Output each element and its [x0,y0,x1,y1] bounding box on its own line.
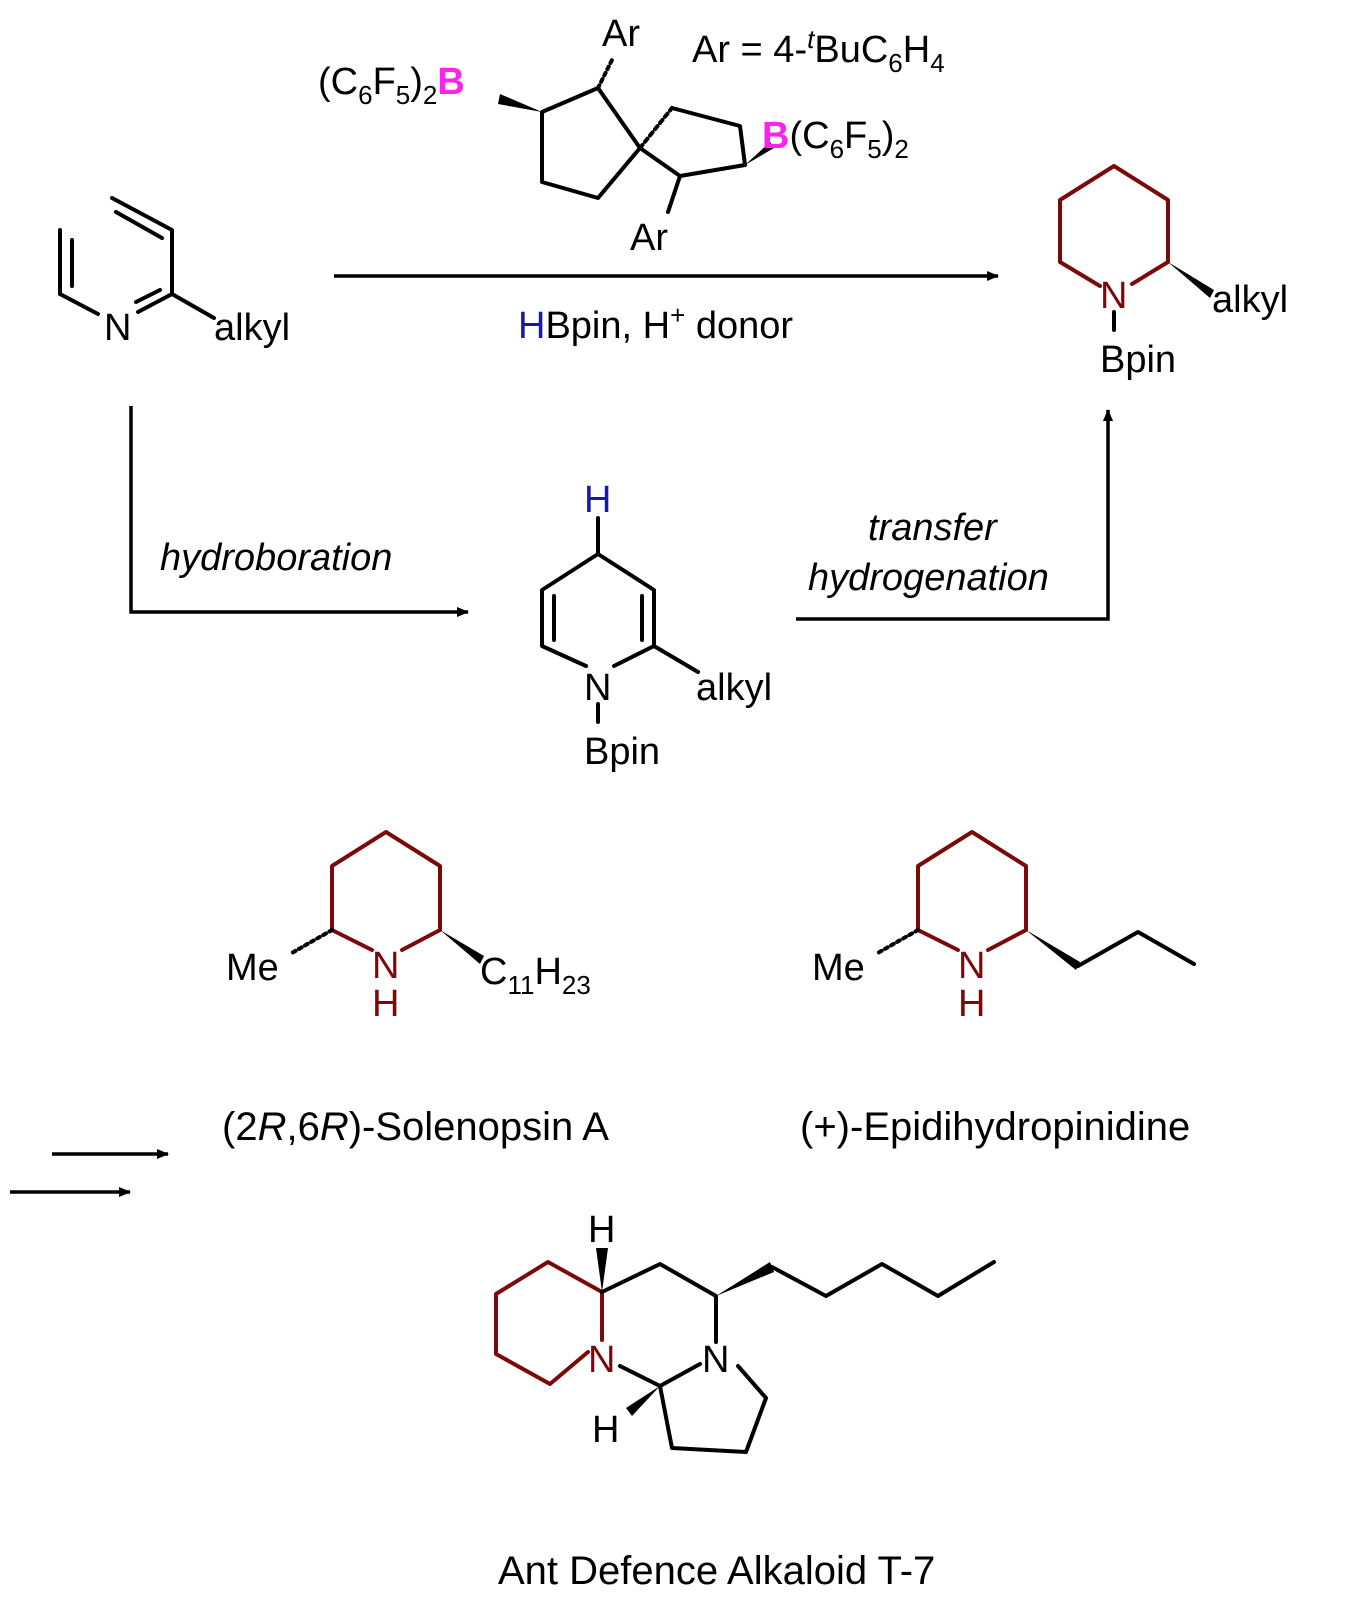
hydroboration-label: hydroboration [160,537,392,579]
t7-name: Ant Defence Alkaloid T-7 [498,1549,935,1593]
t7-top-wedge [596,1248,608,1292]
epidihydropinidine-n: N [958,945,985,987]
solenopsin-ring-bonds [330,830,442,952]
solenopsin-structure [288,830,484,964]
catalyst-right-ring-bonds [638,106,747,178]
solenopsin-hash-me [288,928,334,956]
t7-top-h: H [588,1209,615,1251]
catalyst-bottom-ar-bond [666,174,682,214]
catalyst-right-wedge [745,142,774,165]
transfer-hydrogenation-arrow [796,409,1113,621]
t7-n-ring: N [588,1339,615,1381]
epidihydropinidine-name: (+)-Epidihydropinidine [800,1105,1190,1149]
catalyst-bottom-ar: Ar [630,217,668,259]
intermediate-structure [540,516,700,724]
catalyst-left-ring-bonds [540,86,642,200]
t7-side-wedge [716,1262,774,1296]
pyridine-alkyl-bond [170,292,216,320]
pyridine-inner-double-3 [134,288,162,304]
product-n: N [1100,275,1127,317]
solenopsin-chain: C11H23 [480,951,591,1000]
product-bpin: Bpin [1100,339,1176,381]
t7-aminal-bonds [618,1362,702,1388]
solenopsin-n: N [372,945,399,987]
catalyst-structure [498,58,774,214]
intermediate-h: H [584,479,611,521]
intermediate-ring-bonds [540,552,656,668]
product-alkyl: alkyl [1212,279,1288,321]
epidihydropinidine-propyl [1076,930,1196,968]
transfer-label: transfer [868,507,998,549]
pyridine-inner-double-2 [114,210,164,240]
epidihydropinidine-wedge [1026,930,1080,970]
catalyst-ar-definition: Ar = 4-tBuC6H4 [692,24,945,78]
catalyst-left-boron-group: (C6F5)2B [318,61,465,110]
t7-bottom-h: H [592,1409,619,1451]
t7-piperidine-ring [494,1260,604,1386]
epidihydropinidine-nh: H [958,983,985,1025]
t7-bottom-wedge [626,1386,660,1416]
product-piperidine [1058,164,1214,332]
epidihydropinidine-structure [874,830,1196,970]
product-ring-bonds [1058,164,1170,288]
pyridine-ring-lower-left [58,292,100,316]
t7-pyrrolidine-ring [658,1364,768,1454]
solenopsin-me: Me [226,947,279,989]
t7-pentyl-chain [770,1260,996,1298]
t7-n-pyrrolidine: N [702,1339,729,1381]
pyridine-ring-bonds [110,196,174,314]
solenopsin-name: (2R,6R)-Solenopsin A [222,1105,609,1149]
hydrogenation-label: hydrogenation [808,557,1049,599]
epidihydropinidine-hash-me [874,928,920,956]
catalyst-top-ar-hash [596,58,614,90]
solenopsin-wedge [440,930,484,964]
catalyst-right-boron-group: B(C6F5)2 [762,115,909,164]
pyridine-alkyl: alkyl [214,307,290,349]
epidihydropinidine-ring-bonds [916,830,1028,952]
t7-structure [494,1248,996,1454]
pyridine-n: N [104,307,131,349]
pyridine-structure [58,196,216,320]
catalyst-spiro-hashed-link [638,106,674,150]
intermediate-n: N [584,667,611,709]
intermediate-alkyl: alkyl [696,667,772,709]
catalyst-left-wedge [498,94,542,112]
product-wedge [1168,262,1214,298]
catalyst-top-ar: Ar [602,13,640,55]
epidihydropinidine-me: Me [812,947,865,989]
reagents-label: HBpin, H+ donor [518,300,793,347]
t7-bridge-bonds [600,1262,718,1344]
hydroboration-arrow [129,406,469,617]
intermediate-alkyl-bond [652,644,700,674]
intermediate-bpin: Bpin [584,731,660,773]
solenopsin-nh: H [372,983,399,1025]
